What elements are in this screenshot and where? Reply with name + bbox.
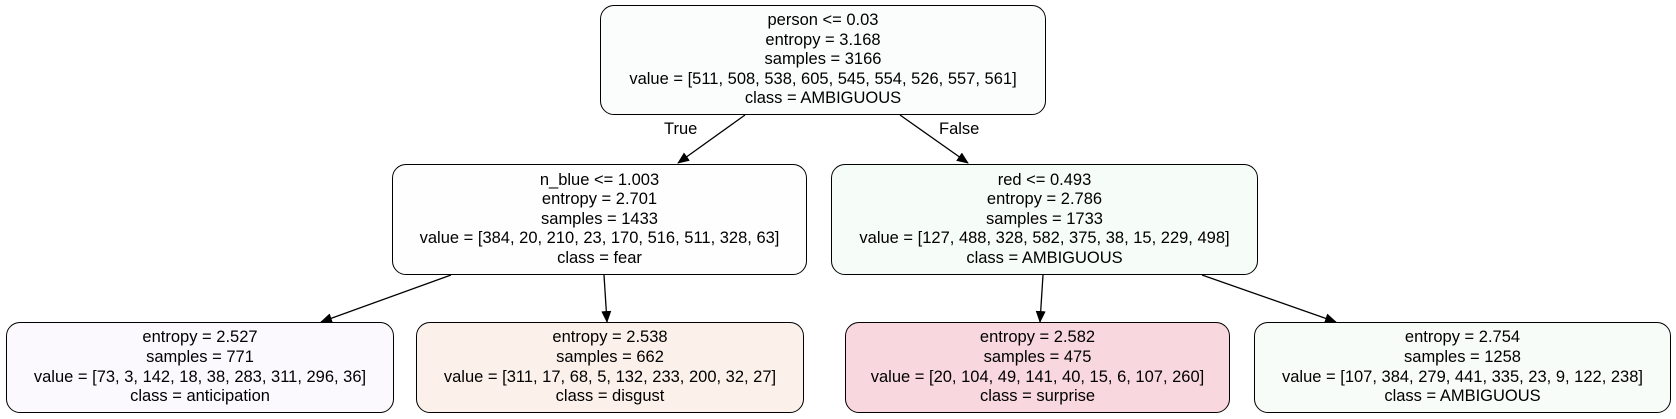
node-class: class = AMBIGUOUS bbox=[744, 89, 902, 108]
node-samples: samples = 662 bbox=[556, 347, 664, 366]
edge-left-ll bbox=[320, 274, 452, 323]
node-class: class = disgust bbox=[555, 387, 665, 406]
node-value: value = [73, 3, 142, 18, 38, 283, 311, 2… bbox=[33, 367, 367, 386]
tree-leaf-lr: entropy = 2.538 samples = 662 value = [3… bbox=[416, 322, 804, 413]
node-entropy: entropy = 2.582 bbox=[979, 328, 1096, 347]
node-value: value = [20, 104, 49, 141, 40, 15, 6, 10… bbox=[870, 367, 1205, 386]
node-split: red <= 0.493 bbox=[997, 170, 1092, 189]
edge-left-lr bbox=[601, 274, 612, 323]
node-class: class = anticipation bbox=[130, 387, 270, 406]
node-samples: samples = 1433 bbox=[541, 209, 658, 228]
edge-root-right bbox=[899, 114, 969, 164]
node-samples: samples = 1258 bbox=[1404, 347, 1521, 366]
node-split: person <= 0.03 bbox=[767, 11, 879, 30]
tree-node-left: n_blue <= 1.003 entropy = 2.701 samples … bbox=[392, 164, 807, 275]
node-split: n_blue <= 1.003 bbox=[539, 170, 660, 189]
node-value: value = [127, 488, 328, 582, 375, 38, 15… bbox=[859, 229, 1230, 248]
tree-node-root: person <= 0.03 entropy = 3.168 samples =… bbox=[600, 5, 1046, 115]
tree-leaf-rl: entropy = 2.582 samples = 475 value = [2… bbox=[845, 322, 1230, 413]
node-entropy: entropy = 3.168 bbox=[765, 30, 881, 49]
node-class: class = surprise bbox=[979, 387, 1096, 406]
node-value: value = [311, 17, 68, 5, 132, 233, 200, … bbox=[443, 367, 777, 386]
node-entropy: entropy = 2.527 bbox=[142, 328, 258, 347]
node-entropy: entropy = 2.786 bbox=[986, 190, 1103, 209]
node-samples: samples = 3166 bbox=[764, 50, 882, 69]
edge-right-rr bbox=[1201, 274, 1337, 324]
edge-label-false: False bbox=[939, 120, 980, 138]
node-samples: samples = 475 bbox=[983, 347, 1092, 366]
node-value: value = [511, 508, 538, 605, 545, 554, 5… bbox=[629, 69, 1017, 88]
node-entropy: entropy = 2.701 bbox=[541, 190, 658, 209]
node-class: class = AMBIGUOUS bbox=[966, 248, 1123, 267]
node-class: class = fear bbox=[557, 248, 642, 267]
edge-label-true: True bbox=[664, 120, 698, 138]
node-samples: samples = 1733 bbox=[986, 209, 1103, 228]
node-class: class = AMBIGUOUS bbox=[1384, 387, 1541, 406]
node-entropy: entropy = 2.538 bbox=[552, 328, 668, 347]
node-value: value = [107, 384, 279, 441, 335, 23, 9,… bbox=[1281, 367, 1643, 386]
node-value: value = [384, 20, 210, 23, 170, 516, 511… bbox=[419, 229, 780, 248]
node-samples: samples = 771 bbox=[146, 347, 254, 366]
edge-right-rl bbox=[1035, 274, 1046, 323]
tree-node-right: red <= 0.493 entropy = 2.786 samples = 1… bbox=[831, 164, 1258, 275]
edge-root-left bbox=[677, 114, 746, 164]
tree-leaf-ll: entropy = 2.527 samples = 771 value = [7… bbox=[6, 322, 394, 413]
node-entropy: entropy = 2.754 bbox=[1404, 328, 1521, 347]
tree-leaf-rr: entropy = 2.754 samples = 1258 value = [… bbox=[1254, 322, 1671, 413]
